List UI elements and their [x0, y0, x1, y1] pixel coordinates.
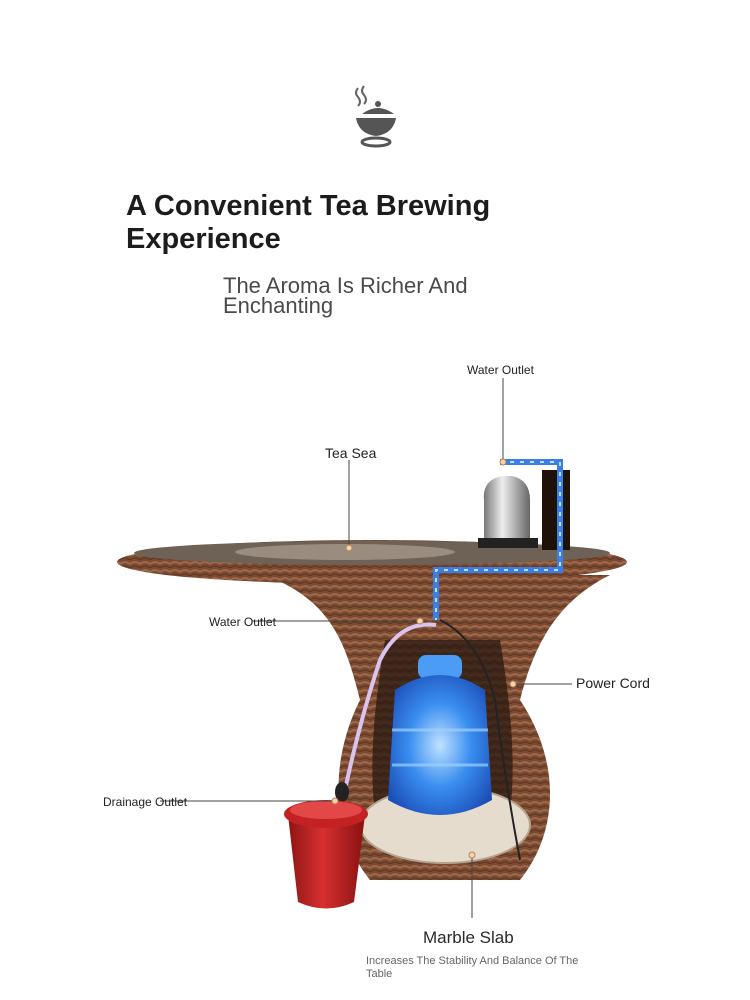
callout-power-cord: Power Cord — [576, 675, 650, 691]
callout-drainage-outlet: Drainage Outlet — [103, 795, 188, 809]
kettle — [478, 470, 570, 550]
page-subtitle: The Aroma Is Richer And Enchanting — [223, 273, 468, 318]
callout-marble-slab: Marble Slab — [423, 928, 514, 947]
callout-tea-sea: Tea Sea — [325, 445, 377, 461]
tea-sea — [235, 544, 455, 560]
marble-slab-caption: Increases The Stability And Balance Of T… — [366, 955, 579, 980]
water-jug — [388, 655, 492, 815]
teacup-icon — [355, 85, 396, 148]
callout-water-outlet-top: Water Outlet — [467, 363, 534, 377]
page-title: A Convenient Tea Brewing Experience — [126, 190, 491, 255]
drainage-bucket — [284, 800, 368, 909]
callout-water-outlet-left: Water Outlet — [209, 615, 276, 629]
